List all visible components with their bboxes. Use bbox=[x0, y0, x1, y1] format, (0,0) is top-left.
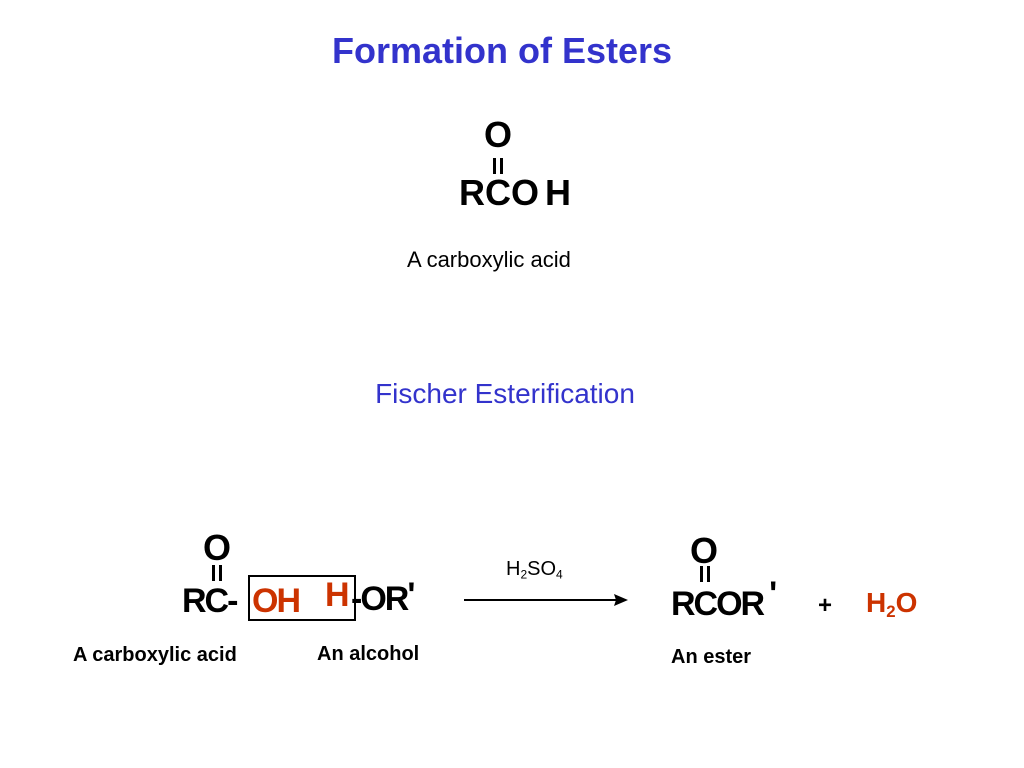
acid-caption: A carboxylic acid bbox=[73, 644, 237, 666]
ester-double-bond bbox=[700, 566, 710, 582]
water-sub-2: 2 bbox=[886, 602, 896, 622]
water-h: H bbox=[866, 587, 887, 618]
water-elimination-box bbox=[248, 575, 356, 621]
alcohol-boxed-h: H bbox=[325, 576, 350, 614]
ester-formula: RCOR' bbox=[671, 575, 777, 624]
alcohol-prime: ' bbox=[407, 576, 415, 614]
alcohol-caption: An alcohol bbox=[317, 643, 420, 665]
reaction-subtitle: Fischer Esterification bbox=[375, 378, 635, 409]
ester-formula-text: RCOR bbox=[671, 585, 765, 623]
top-double-bond bbox=[493, 158, 503, 174]
water-product: H2O bbox=[866, 587, 918, 622]
acid-double-bond bbox=[212, 565, 222, 581]
catalyst-h: H bbox=[506, 558, 521, 580]
top-atom-h: H bbox=[545, 172, 572, 213]
top-structure-caption: A carboxylic acid bbox=[407, 247, 571, 272]
acid-carbonyl-oxygen: O bbox=[203, 527, 231, 568]
slide-title: Formation of Esters bbox=[331, 30, 673, 71]
top-atom-r: R bbox=[459, 172, 485, 213]
catalyst-sub-2: 2 bbox=[520, 567, 528, 582]
catalyst-so: SO bbox=[527, 558, 557, 580]
alcohol-formula: -OR' bbox=[351, 576, 415, 619]
alcohol-suffix: -OR bbox=[351, 580, 409, 618]
acid-boxed-oh: OH bbox=[252, 582, 301, 620]
ester-prime: ' bbox=[769, 575, 777, 613]
plus-sign: + bbox=[818, 592, 833, 619]
acid-formula: RC- bbox=[182, 582, 238, 620]
catalyst-sub-4: 4 bbox=[556, 567, 563, 582]
reaction-arrow bbox=[464, 594, 628, 606]
top-carbonyl-oxygen: O bbox=[484, 114, 512, 155]
ester-caption: An ester bbox=[671, 646, 752, 668]
top-atom-o: O bbox=[511, 172, 540, 213]
water-o: O bbox=[895, 587, 918, 618]
catalyst-label: H2SO4 bbox=[506, 558, 563, 581]
top-atom-c: C bbox=[485, 172, 511, 213]
ester-carbonyl-oxygen: O bbox=[690, 530, 718, 571]
